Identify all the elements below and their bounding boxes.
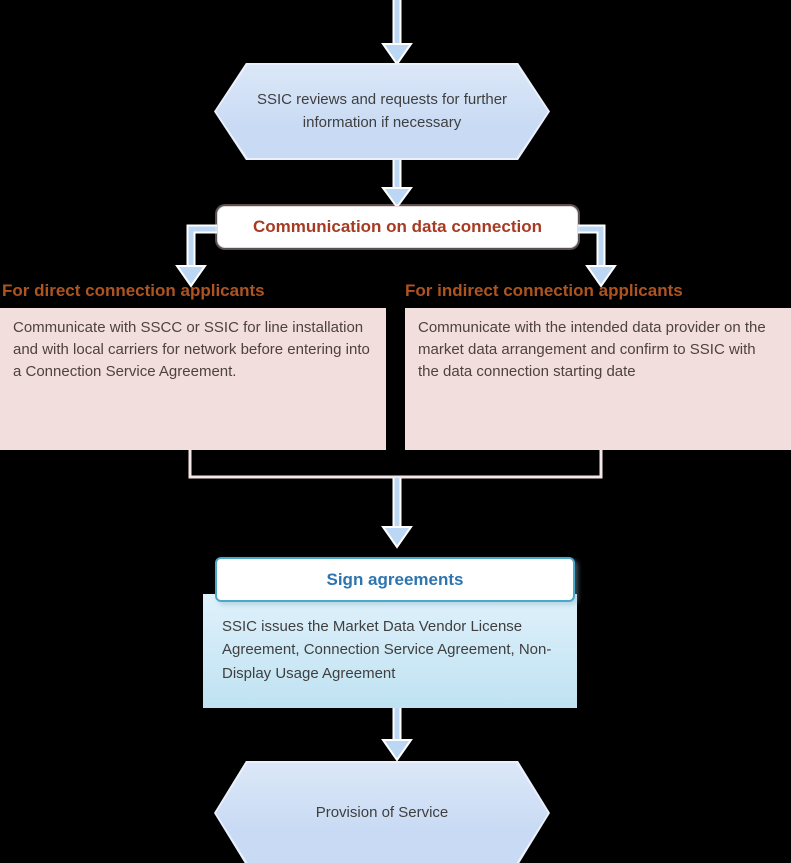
review-hexagon: SSIC reviews and requests for further in… bbox=[214, 63, 550, 160]
arrow-to-indirect-branch bbox=[572, 224, 617, 288]
sign-agreements-title: Sign agreements bbox=[326, 569, 464, 589]
merge-connector-line bbox=[188, 449, 603, 479]
sign-agreements-body: SSIC issues the Market Data Vendor Licen… bbox=[203, 594, 577, 708]
communication-box: Communication on data connection bbox=[217, 206, 578, 248]
indirect-branch-text: Communicate with the intended data provi… bbox=[418, 319, 766, 381]
direct-branch-text: Communicate with SSCC or SSIC for line i… bbox=[13, 319, 370, 381]
provision-hexagon: Provision of Service bbox=[214, 761, 550, 863]
direct-branch-box: Communicate with SSCC or SSIC for line i… bbox=[0, 308, 386, 450]
communication-box-label: Communication on data connection bbox=[252, 217, 542, 236]
arrow-to-provision bbox=[381, 708, 413, 762]
sign-agreements-title-box: Sign agreements bbox=[215, 557, 575, 602]
arrow-review-to-communication bbox=[381, 160, 413, 209]
arrow-to-sign-agreements bbox=[381, 478, 413, 549]
sign-agreements-text: SSIC issues the Market Data Vendor Licen… bbox=[222, 618, 552, 682]
indirect-branch-header: For indirect connection applicants bbox=[405, 281, 683, 300]
provision-hexagon-label: Provision of Service bbox=[216, 763, 548, 863]
arrow-into-review bbox=[381, 0, 413, 66]
review-hexagon-label: SSIC reviews and requests for further in… bbox=[216, 65, 548, 158]
direct-branch-header: For direct connection applicants bbox=[2, 281, 265, 300]
indirect-branch-box: Communicate with the intended data provi… bbox=[405, 308, 791, 450]
